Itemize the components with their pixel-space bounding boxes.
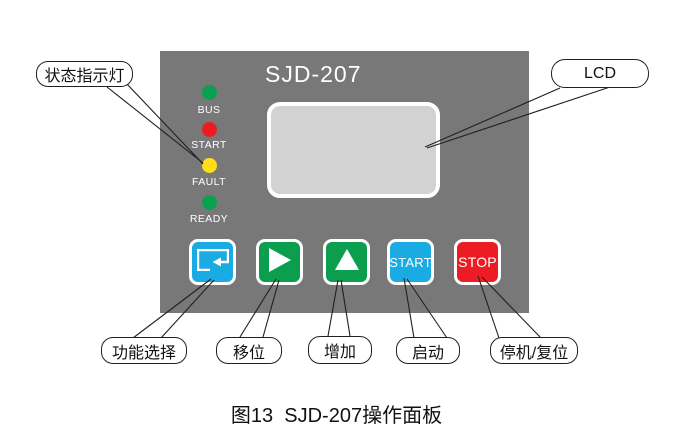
play-right-icon	[268, 247, 292, 278]
panel-title: SJD-207	[265, 61, 362, 87]
start-led-label: START	[191, 139, 227, 151]
device-panel: SJD-207 BUS START FAULT READY	[160, 51, 529, 313]
callout-increase: 增加	[308, 336, 372, 364]
callout-stop-reset: 停机/复位	[490, 337, 578, 364]
triangle-up-icon	[334, 248, 360, 276]
function-select-button[interactable]	[189, 239, 236, 285]
lcd-screen	[267, 102, 440, 198]
callout-status-leds: 状态指示灯	[36, 61, 133, 87]
fault-led	[202, 158, 217, 173]
stop-button-label: STOP	[458, 254, 497, 270]
start-button-label: START	[389, 254, 432, 270]
ready-led	[202, 195, 217, 210]
callout-shift: 移位	[216, 337, 282, 364]
start-button[interactable]: START	[387, 239, 434, 285]
callout-lcd: LCD	[551, 59, 649, 88]
bus-led	[202, 85, 217, 100]
callout-start: 启动	[396, 337, 460, 364]
stop-button[interactable]: STOP	[454, 239, 501, 285]
increase-button[interactable]	[323, 239, 370, 285]
bus-led-label: BUS	[197, 104, 221, 116]
start-led	[202, 122, 217, 137]
loop-return-icon	[196, 248, 229, 276]
callout-function-select: 功能选择	[101, 337, 187, 364]
shift-button[interactable]	[256, 239, 303, 285]
ready-led-label: READY	[189, 213, 229, 225]
figure-caption: 图13 SJD-207操作面板	[230, 405, 443, 427]
fault-led-label: FAULT	[192, 176, 226, 188]
